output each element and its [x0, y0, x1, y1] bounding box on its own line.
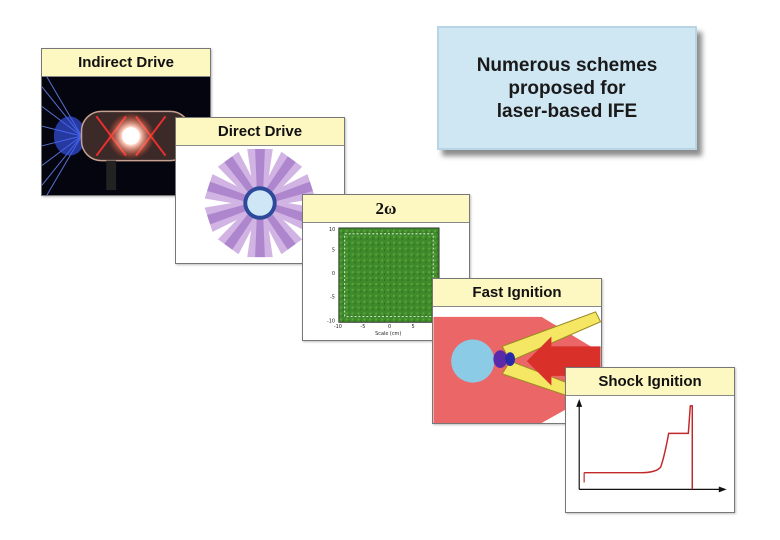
card-title-indirect-drive: Indirect Drive [42, 49, 210, 77]
x-tick-label: 5 [412, 324, 415, 330]
y-tick-label: 5 [332, 248, 335, 254]
callout-text: Numerous schemes proposed for laser-base… [476, 54, 658, 122]
y-tick-label: -10 [327, 318, 335, 324]
card-title-2w: 2ω [303, 195, 469, 223]
callout-box: Numerous schemes proposed for laser-base… [437, 26, 697, 150]
y-tick-label: 10 [329, 227, 335, 233]
x-tick-label: -10 [334, 324, 342, 330]
x-tick-label: 0 [388, 324, 391, 330]
shock-ignition-pulse-graph [566, 396, 734, 512]
y-tick-label: -5 [330, 295, 335, 301]
card-title-direct-drive: Direct Drive [176, 118, 344, 146]
x-tick-label: -5 [360, 324, 365, 330]
2w-image: 10 5 0 -5 -10 -10 -5 0 5 10 Scale (cm) [303, 223, 469, 340]
card-indirect-drive: Indirect Drive [41, 48, 211, 196]
card-shock-ignition: Shock Ignition [565, 367, 735, 513]
card-title-shock-ignition: Shock Ignition [566, 368, 734, 396]
card-title-fast-ignition: Fast Ignition [433, 279, 601, 307]
y-tick-label: 0 [332, 271, 335, 277]
x-axis-label: Scale (cm) [375, 331, 401, 337]
